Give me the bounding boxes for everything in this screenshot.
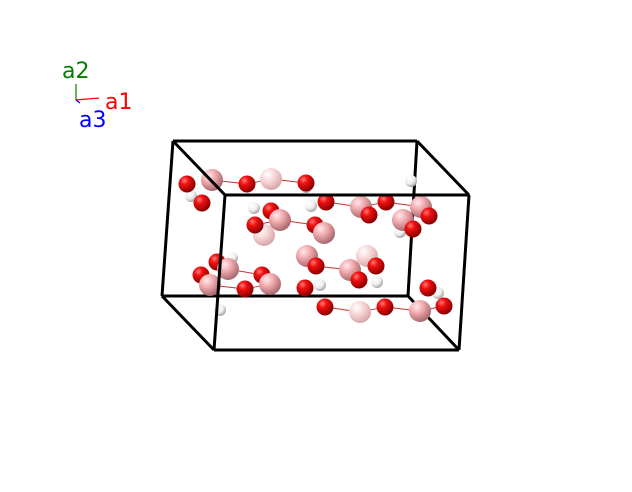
oxygen-atom	[238, 175, 256, 193]
a3-axis-label: a3	[79, 108, 106, 133]
oxygen-atom	[420, 207, 438, 225]
boron-atom	[199, 274, 221, 296]
oxygen-atom	[376, 298, 394, 316]
unit-cell-front	[160, 139, 471, 352]
axis-indicator: a2 a1 a3	[62, 59, 132, 133]
oxygen-atom	[297, 174, 315, 192]
hydrogen-atom	[305, 200, 317, 212]
oxygen-atom	[296, 279, 314, 297]
atoms	[178, 168, 453, 323]
oxygen-atom	[360, 206, 378, 224]
boron-atom	[259, 273, 281, 295]
boron-atom	[217, 258, 239, 280]
hydrogen-atom	[371, 276, 383, 288]
a1-axis-label: a1	[105, 90, 132, 115]
boron-atom	[313, 222, 335, 244]
a2-axis-label: a2	[62, 59, 89, 84]
oxygen-atom	[307, 257, 325, 275]
hydrogen-atom	[405, 175, 417, 187]
boron-atom	[269, 209, 291, 231]
a1-axis-line	[75, 97, 100, 101]
oxygen-atom	[404, 220, 422, 238]
oxygen-atom	[246, 216, 264, 234]
oxygen-atom	[316, 298, 334, 316]
boron-atom	[349, 301, 371, 323]
oxygen-atom	[419, 279, 437, 297]
oxygen-atom	[377, 193, 395, 211]
oxygen-atom	[350, 271, 368, 289]
boron-atom	[260, 168, 282, 190]
hydrogen-atom	[185, 190, 197, 202]
oxygen-atom	[317, 193, 335, 211]
hydrogen-atom	[314, 279, 326, 291]
a3-axis-line	[75, 99, 81, 104]
hydrogen-atom	[248, 202, 260, 214]
oxygen-atom	[236, 280, 254, 298]
oxygen-atom	[367, 257, 385, 275]
boron-atom	[409, 300, 431, 322]
oxygen-atom	[178, 175, 196, 193]
oxygen-atom	[193, 194, 211, 212]
oxygen-atom	[435, 297, 453, 315]
